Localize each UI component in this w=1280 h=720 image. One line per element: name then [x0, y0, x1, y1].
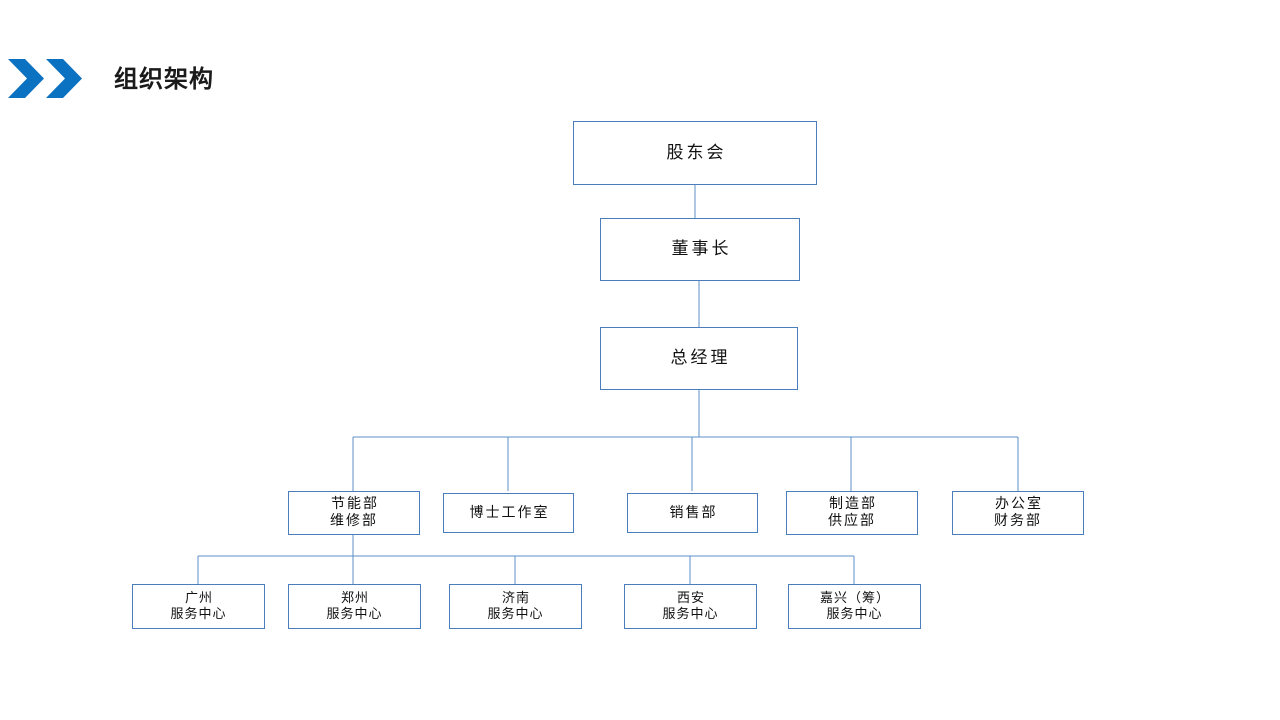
org-node-dept-energy[interactable]: 节能部 维修部: [288, 491, 420, 535]
org-node-dept-office[interactable]: 办公室 财务部: [952, 491, 1084, 535]
org-node-center-jinan[interactable]: 济南 服务中心: [449, 584, 582, 629]
org-node-center-xian[interactable]: 西安 服务中心: [624, 584, 757, 629]
org-node-label: 制造部 供应部: [828, 496, 877, 529]
org-node-dept-sales[interactable]: 销售部: [627, 493, 758, 533]
org-node-label: 济南 服务中心: [487, 591, 544, 622]
double-chevron-right-icon: [8, 59, 84, 98]
org-node-label: 嘉兴（筹） 服务中心: [819, 591, 890, 622]
page-title: 组织架构: [114, 65, 214, 93]
org-node-general-manager[interactable]: 总经理: [600, 327, 798, 390]
org-node-label: 股东会: [666, 142, 727, 163]
org-node-shareholders[interactable]: 股东会: [573, 121, 817, 185]
slide-header: 组织架构: [0, 0, 1280, 120]
org-node-label: 西安 服务中心: [662, 591, 719, 622]
org-node-label: 董事长: [671, 239, 732, 260]
org-node-label: 节能部 维修部: [330, 496, 379, 529]
org-node-center-zhengzhou[interactable]: 郑州 服务中心: [288, 584, 421, 629]
org-node-label: 广州 服务中心: [170, 591, 227, 622]
org-node-label: 办公室 财务部: [994, 496, 1043, 529]
org-node-label: 博士工作室: [469, 504, 550, 521]
org-node-center-guangzhou[interactable]: 广州 服务中心: [132, 584, 265, 629]
org-node-dept-manufacturing[interactable]: 制造部 供应部: [786, 491, 918, 535]
org-node-label: 销售部: [669, 504, 718, 521]
org-node-chairman[interactable]: 董事长: [600, 218, 800, 281]
org-node-label: 总经理: [670, 348, 731, 369]
org-node-dept-doctor-studio[interactable]: 博士工作室: [443, 493, 574, 533]
org-node-center-jiaxing[interactable]: 嘉兴（筹） 服务中心: [788, 584, 921, 629]
org-node-label: 郑州 服务中心: [326, 591, 383, 622]
